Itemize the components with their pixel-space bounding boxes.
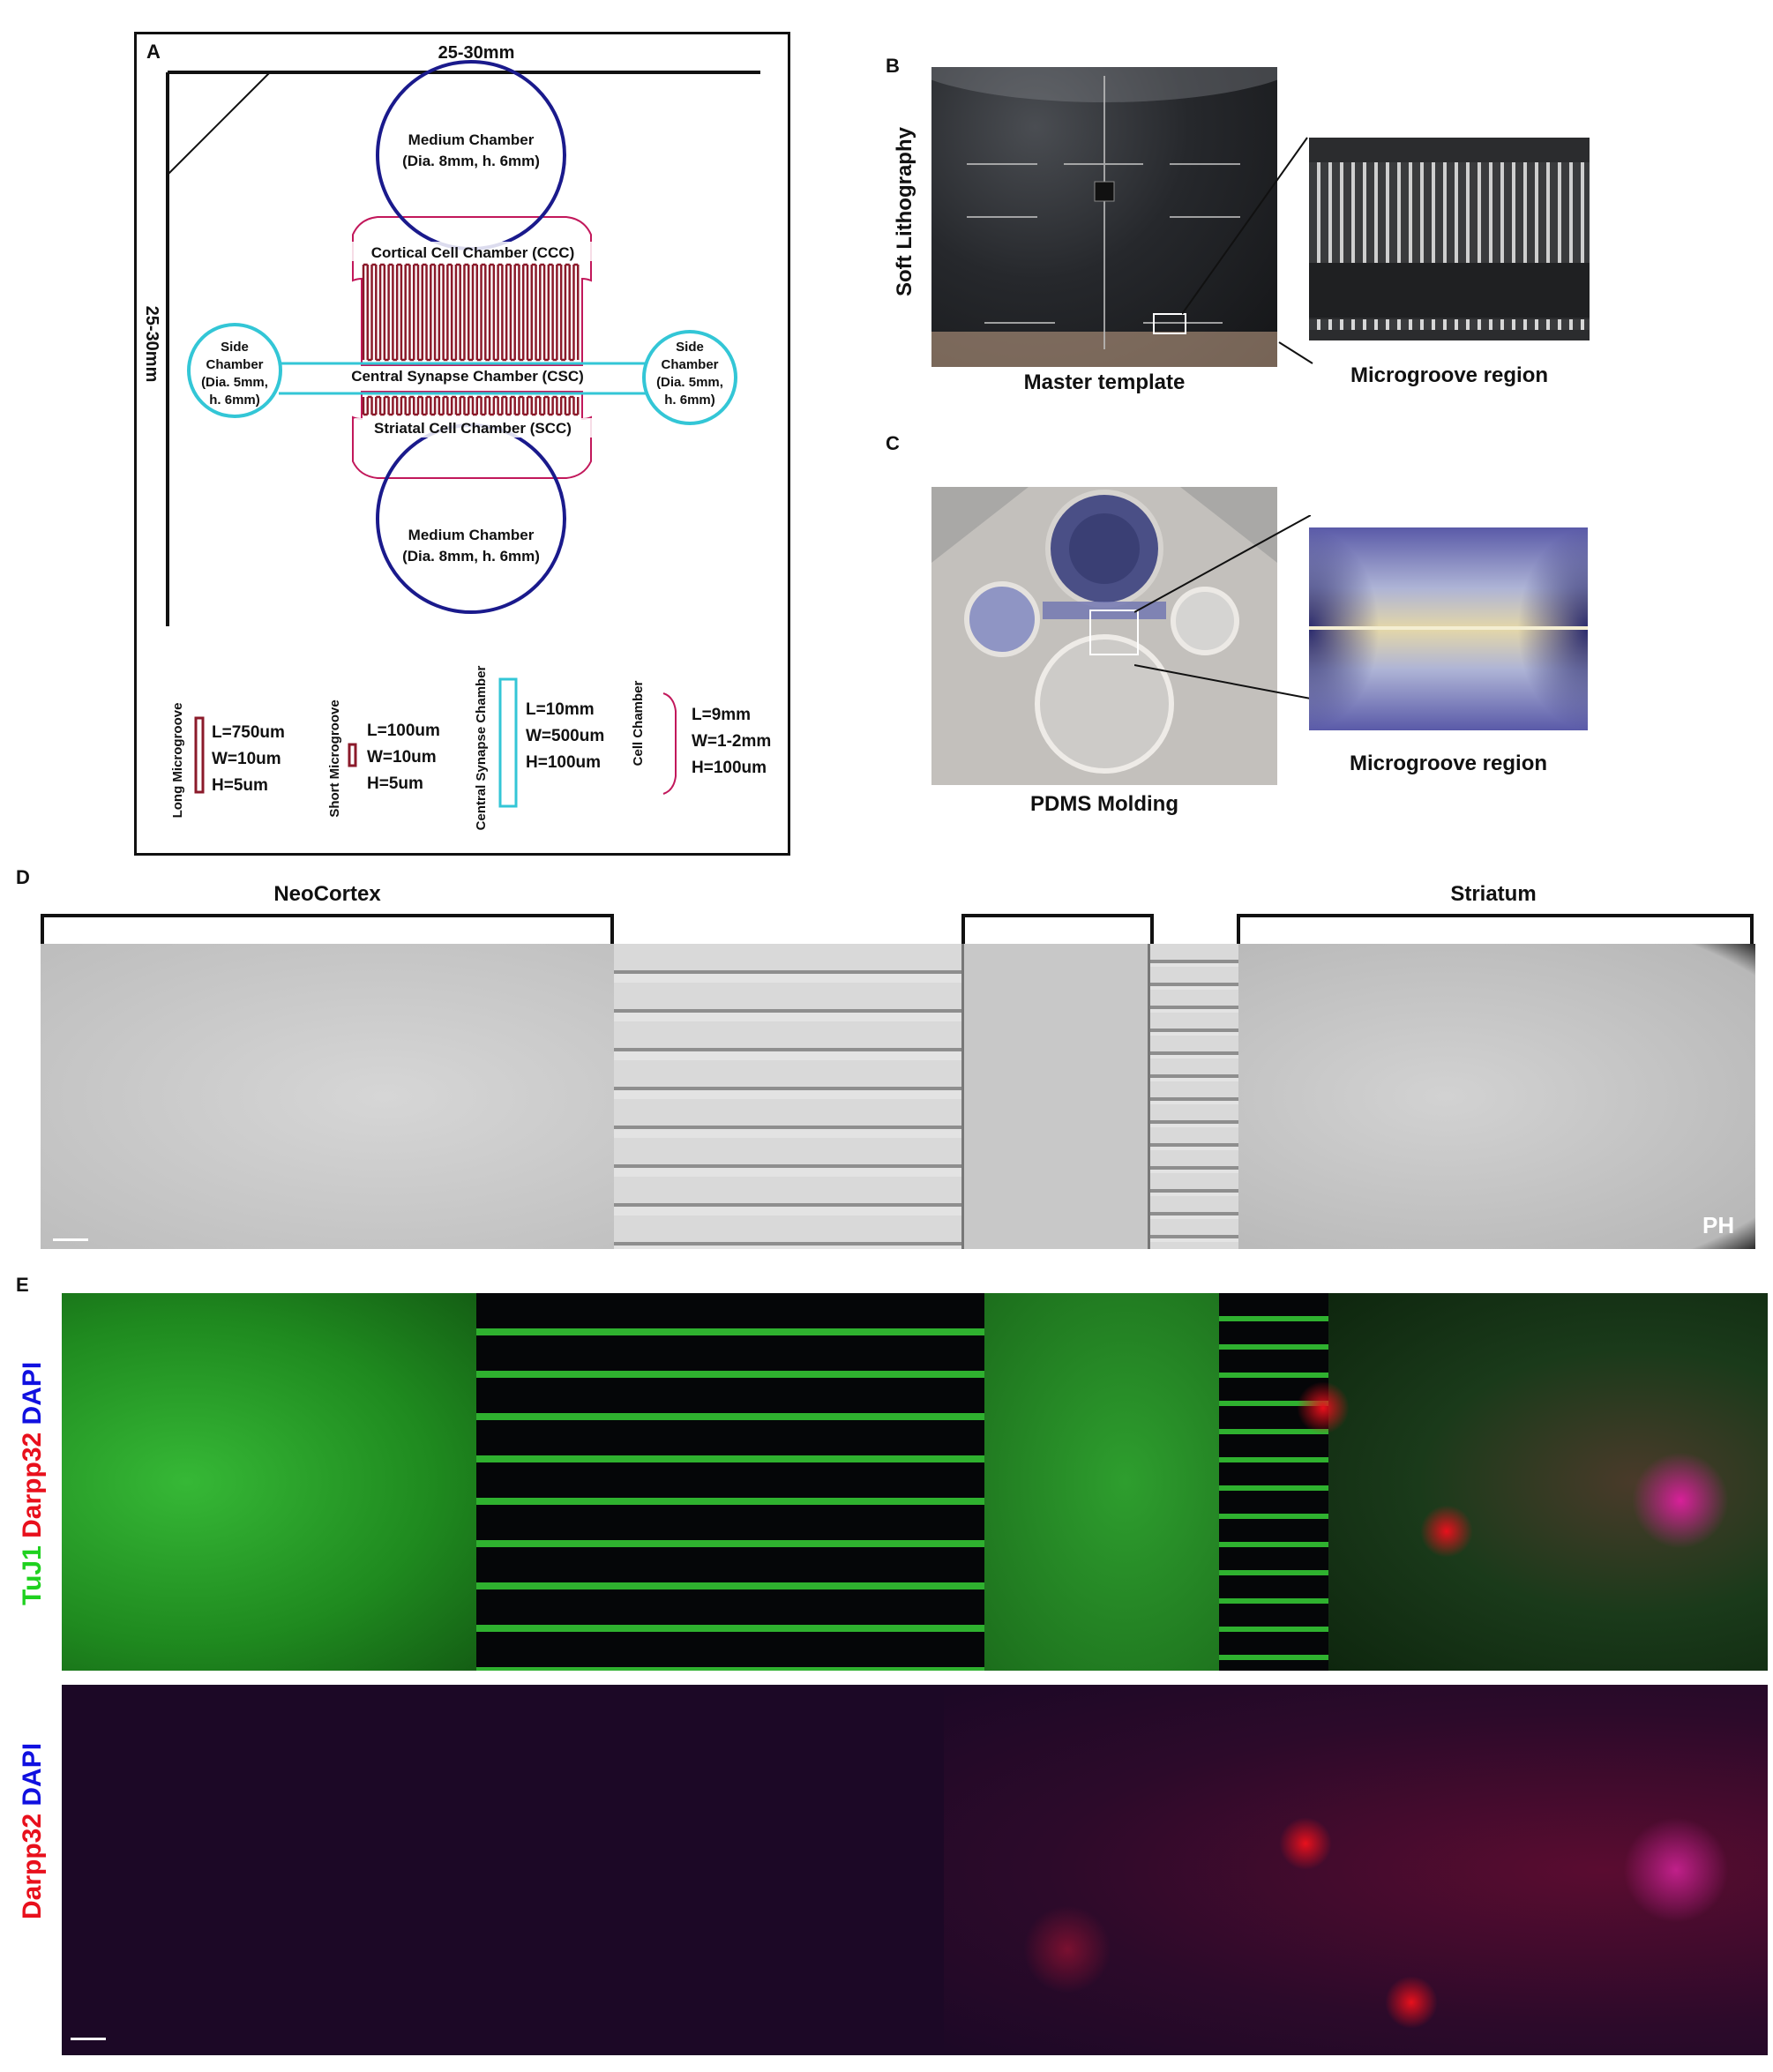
microgroove-caption-b: Microgroove region (1350, 363, 1549, 387)
medium-top-line2: (Dia. 8mm, h. 6mm) (402, 153, 540, 169)
legend-cell-h: H=100um (692, 759, 767, 777)
legend-long-l: L=750um (212, 723, 285, 742)
legend-csc-h: H=100um (526, 753, 601, 772)
panel-c-letter: C (886, 432, 900, 454)
legend-cell-w: W=1-2mm (692, 732, 771, 751)
side-right-line3: (Dia. 5mm, (656, 375, 723, 390)
panel-a (134, 32, 790, 856)
chamber-diagram: 25-30mm 25-30mm Medium Chamber (Dia. 8mm… (142, 43, 771, 830)
pdms-molding-caption: PDMS Molding (1030, 792, 1178, 816)
legend-long-groove-icon (194, 716, 205, 794)
legend-short-groove-icon (348, 743, 357, 767)
side-right-line2: Chamber (661, 357, 718, 372)
side-right-line4: h. 6mm) (664, 393, 715, 408)
side-chamber-left (187, 323, 282, 418)
panel-a-letter: A (146, 41, 161, 63)
legend-long-h: H=5um (212, 776, 268, 795)
darpp32-label-bottom: Darpp32 (18, 1813, 47, 1919)
csc-label: Central Synapse Chamber (CSC) (351, 368, 584, 385)
dapi-label-bottom: DAPI (18, 1742, 47, 1806)
zoom-lines-b (1182, 137, 1313, 364)
legend-short-name: Short Microgroove (327, 699, 342, 817)
panel-b-letter: B (886, 55, 900, 77)
long-microgroove-pattern (362, 263, 580, 362)
legend-csc-icon (498, 677, 518, 808)
dapi-label-top: DAPI (18, 1361, 47, 1425)
legend-short-w: W=10um (367, 748, 437, 767)
width-label: 25-30mm (438, 43, 515, 63)
medium-top-line1: Medium Chamber (408, 131, 535, 148)
side-right-line1: Side (676, 340, 704, 355)
microgroove-caption-c: Microgroove region (1349, 752, 1548, 775)
short-microgrooves (362, 395, 580, 416)
microgroove-region-photo-c (1309, 527, 1588, 730)
panel-e-letter: E (16, 1274, 29, 1296)
legend-cell-l: L=9mm (692, 706, 751, 724)
master-template-photo (931, 67, 1277, 367)
tuj1-darpp32-dapi-image (62, 1293, 1768, 1671)
phase-contrast-image (41, 944, 1755, 1249)
legend-csc-name: Central Synapse Chamber (474, 665, 489, 830)
medium-bottom-line2: (Dia. 8mm, h. 6mm) (402, 548, 540, 565)
legend-long-name: Long Microgroove (170, 703, 185, 819)
legend-short-l: L=100um (367, 722, 440, 740)
ccc-label: Cortical Cell Chamber (CCC) (371, 244, 574, 261)
diagonal-line (167, 71, 271, 176)
side-left-line2: Chamber (206, 357, 263, 372)
legend-short-h: H=5um (367, 774, 423, 793)
panel-d-letter: D (16, 866, 30, 888)
bottom-stain-label: Darpp32 DAPI (18, 1743, 48, 1919)
medium-chamber-bottom (376, 423, 566, 614)
scc-label: Striatal Cell Chamber (SCC) (374, 420, 572, 437)
master-template-caption: Master template (1023, 370, 1186, 394)
side-left-line1: Side (221, 340, 249, 355)
soft-lithography-label: Soft Lithography (893, 127, 916, 296)
microgroove-region-photo-b (1309, 138, 1590, 340)
legend-long-w: W=10um (212, 750, 281, 768)
cortical-cell-chamber-outline (352, 216, 592, 366)
ph-label: PH (1702, 1212, 1735, 1238)
darpp32-dapi-image (62, 1685, 1768, 2055)
striatum-label: Striatum (1450, 882, 1537, 906)
legend-cell-name: Cell Chamber (631, 680, 646, 766)
medium-bottom-line1: Medium Chamber (408, 527, 535, 543)
legend-csc-l: L=10mm (526, 700, 595, 719)
neocortex-label: NeoCortex (273, 882, 381, 906)
short-microgroove-pattern (362, 395, 580, 416)
legend-cell-chamber-icon (662, 692, 677, 795)
side-left-line3: (Dia. 5mm, (201, 375, 268, 390)
top-stain-label: TuJ1 Darpp32 DAPI (18, 1362, 48, 1605)
side-chamber-right (642, 330, 737, 425)
scale-bar-d (53, 1238, 88, 1241)
legend-csc-w: W=500um (526, 727, 604, 745)
pdms-molding-photo (931, 487, 1277, 785)
zoom-lines-c (1134, 515, 1311, 699)
region-brackets (41, 914, 1754, 947)
long-microgrooves (362, 263, 580, 362)
tuj1-label: TuJ1 (18, 1545, 47, 1605)
side-left-line4: h. 6mm) (209, 393, 260, 408)
scale-bar-e (71, 2038, 106, 2040)
darpp32-label-top: Darpp32 (18, 1432, 47, 1538)
height-label: 25-30mm (142, 306, 161, 383)
